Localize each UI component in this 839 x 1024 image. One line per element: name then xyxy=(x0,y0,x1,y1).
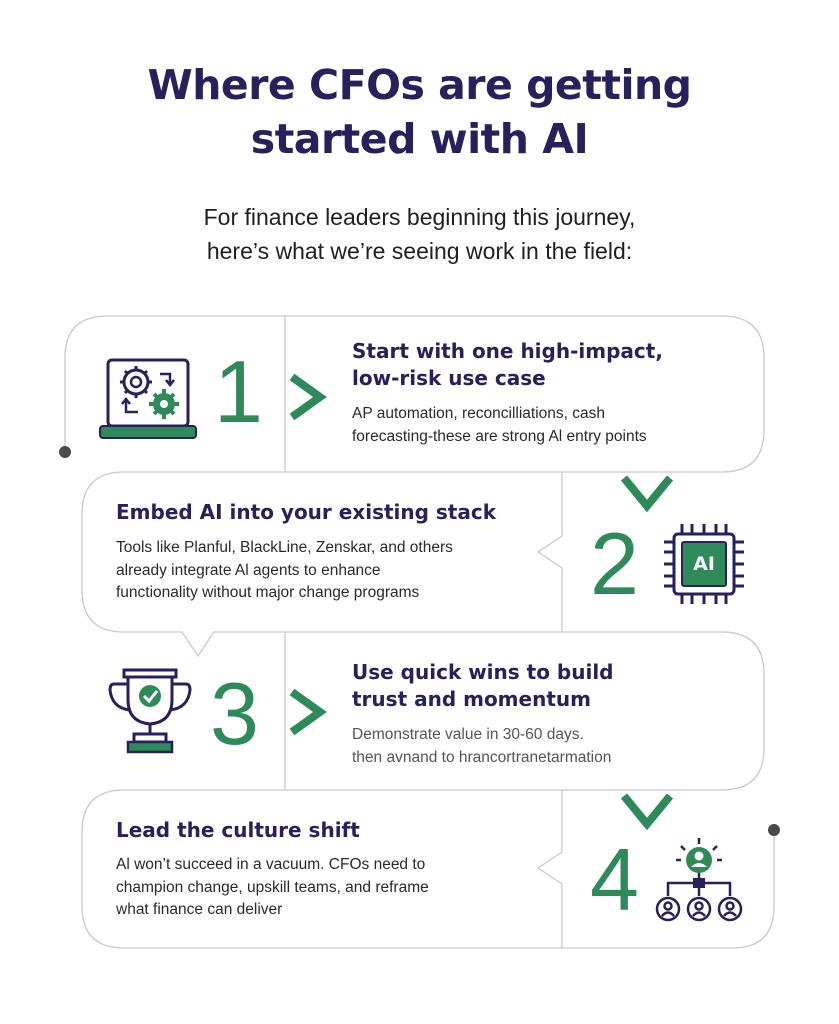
step-3-title-line-1: Use quick wins to build xyxy=(352,660,614,684)
title-line-1: Where CFOs are getting xyxy=(147,61,692,109)
laptop-gears-icon xyxy=(98,352,198,448)
chevron-down-icon xyxy=(618,472,676,518)
subtitle-line-2: here’s what we’re seeing work in the fie… xyxy=(206,238,633,264)
step-1-title-line-1: Start with one high-impact, xyxy=(352,339,663,363)
chevron-right-icon xyxy=(286,371,328,427)
subtitle-line-1: For finance leaders beginning this journ… xyxy=(203,204,636,230)
step-3-number: 3 xyxy=(210,664,259,763)
chevron-right-icon xyxy=(286,686,328,742)
ai-chip-icon: AI xyxy=(662,522,746,610)
step-4-body-line-2: champion change, upskill teams, and refr… xyxy=(116,878,429,896)
flow-end-dot xyxy=(768,824,780,836)
step-1-title: Start with one high-impact, low-risk use… xyxy=(352,338,663,392)
step-2-body-line-3: functionality without major change progr… xyxy=(116,584,420,601)
step-2-number: 2 xyxy=(590,514,639,613)
step-1-body-line-2: forecasting-these are strong Al entry po… xyxy=(352,427,647,445)
step-4-body-line-3: what finance can deliver xyxy=(116,901,283,918)
step-2-body-line-1: Tools like Planful, BlackLine, Zenskar, … xyxy=(116,539,453,556)
step-3-title: Use quick wins to build trust and moment… xyxy=(352,659,613,713)
flow-start-dot xyxy=(59,446,71,458)
step-4-body: Al won’t succeed in a vacuum. CFOs need … xyxy=(116,854,429,922)
trophy-icon xyxy=(104,666,196,762)
title-line-2: started with AI xyxy=(250,115,589,163)
step-1-title-line-2: low-risk use case xyxy=(352,366,546,390)
step-3-title-line-2: trust and momentum xyxy=(352,687,591,711)
page-subtitle: For finance leaders beginning this journ… xyxy=(0,200,839,268)
step-2-body-line-2: already integrate Al agents to enhance xyxy=(116,561,381,579)
step-1-body: AP automation, reconcilliations, cash fo… xyxy=(352,403,647,448)
step-3-body-line-1: Demonstrate value in 30-60 days. xyxy=(352,726,584,743)
step-2-body: Tools like Planful, BlackLine, Zenskar, … xyxy=(116,537,453,605)
step-2-title: Embed AI into your existing stack xyxy=(116,500,497,524)
step-3-body-line-2: then avnand to hrancortranetarmation xyxy=(352,748,612,766)
step-4-body-line-1: Al won’t succeed in a vacuum. CFOs need … xyxy=(116,856,426,873)
ai-chip-label: AI xyxy=(693,553,715,575)
page-title: Where CFOs are getting started with AI xyxy=(0,58,839,166)
team-leader-icon xyxy=(654,836,744,932)
chevron-down-icon xyxy=(618,790,676,836)
step-1-body-line-1: AP automation, reconcilliations, cash xyxy=(352,405,606,422)
step-4-title: Lead the culture shift xyxy=(116,818,360,842)
step-1-number: 1 xyxy=(214,342,263,441)
step-4-number: 4 xyxy=(590,830,639,929)
step-3-body: Demonstrate value in 30-60 days. then av… xyxy=(352,724,611,769)
